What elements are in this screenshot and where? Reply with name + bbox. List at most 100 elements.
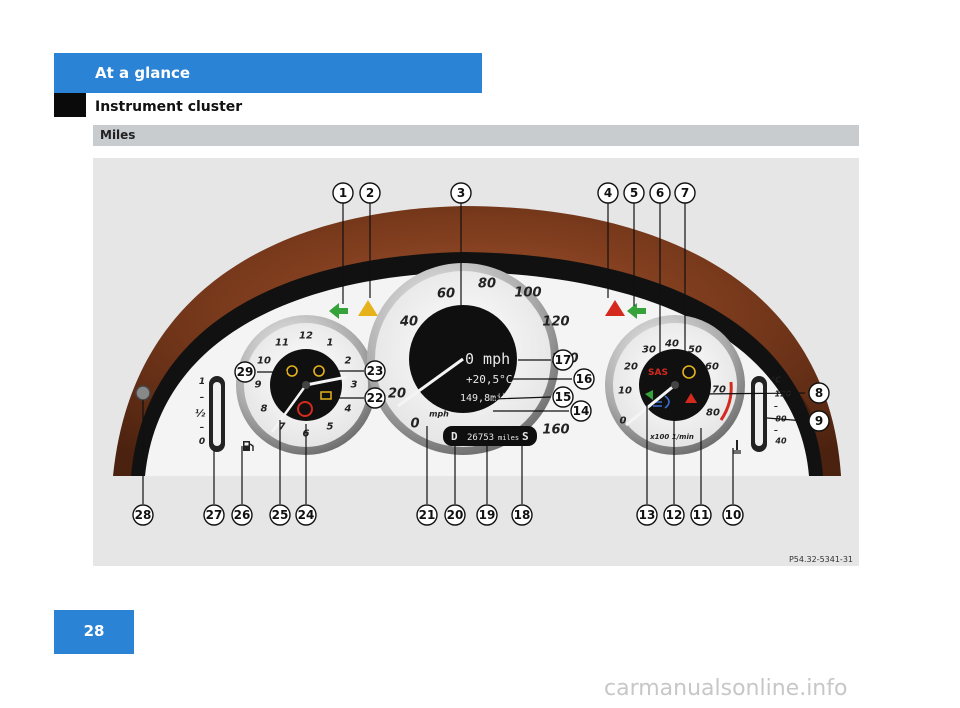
lcd-trip: 149,8miles: [460, 393, 520, 404]
speed-tick: 100: [514, 286, 541, 301]
svg-text:21: 21: [419, 508, 436, 522]
speed-tick: 20: [388, 387, 406, 402]
page-number: 28: [83, 622, 105, 640]
svg-text:23: 23: [367, 364, 384, 378]
rpm-tick: 70: [712, 385, 726, 396]
rpm-unit: x100 1/min: [649, 433, 694, 441]
clock-tick: 4: [344, 404, 352, 415]
callout-25: 25: [269, 504, 291, 526]
section-title: At a glance: [95, 64, 191, 82]
clock-dial: 12 1 2 3 4 5 6 7 8 9 10 11: [236, 315, 376, 455]
black-tab-marker: [54, 93, 86, 117]
rpm-tick: 80: [706, 408, 720, 419]
svg-text:25: 25: [272, 508, 289, 522]
svg-text:17: 17: [555, 353, 572, 367]
rpm-tick: 50: [688, 345, 702, 356]
rpm-tick: 40: [664, 339, 679, 350]
callout-26: 26: [231, 504, 253, 526]
svg-text:22: 22: [367, 391, 384, 405]
section-header-bar: [54, 53, 482, 93]
svg-text:11: 11: [693, 508, 710, 522]
abs-lamp-icon: [682, 365, 696, 379]
svg-text:15: 15: [555, 390, 572, 404]
svg-text:3: 3: [457, 186, 465, 200]
clock-tick: 3: [351, 380, 358, 391]
svg-text:4: 4: [604, 186, 612, 200]
callout-8: 8: [808, 382, 830, 404]
svg-text:27: 27: [206, 508, 223, 522]
svg-text:29: 29: [237, 365, 254, 379]
svg-text:19: 19: [479, 508, 496, 522]
watermark: carmanualsonline.info: [604, 676, 848, 701]
fuel-tick: –: [200, 393, 205, 403]
rpm-tick: 10: [618, 386, 632, 397]
coolant-icon: [733, 440, 741, 454]
speedometer-needle: [397, 357, 464, 408]
warning-triangle-red-icon: [605, 300, 625, 316]
gear-indicator-s: S: [522, 430, 529, 443]
lcd-speed: 0 mph: [465, 350, 510, 368]
low-beam-icon: [645, 390, 653, 400]
rpm-tick: 0: [620, 416, 627, 427]
turn-signal-left-icon: [329, 303, 348, 319]
svg-text:10: 10: [725, 508, 742, 522]
callout-20: 20: [444, 504, 466, 526]
callout-leaders: [142, 200, 806, 504]
tachometer: 0 10 20 30 40 50 60 70 80 x100 1/min SAS: [605, 315, 745, 455]
odometer-strip: [443, 426, 537, 446]
page-number-tab: [54, 610, 134, 654]
svg-text:28: 28: [135, 508, 152, 522]
sas-lamp: SAS: [648, 368, 668, 378]
instrument-cluster-figure: 1 – ½ – 0 °C 120 – 80 – 40: [93, 158, 859, 566]
warning-triangle-amber-icon: [358, 300, 378, 316]
callouts: 1 2 3 4 5 6 7 8 9 10 11 12 13 14 15 16 1…: [132, 182, 830, 526]
callout-4: 4: [597, 182, 619, 204]
speed-unit: mph: [429, 410, 449, 419]
callout-11: 11: [690, 504, 712, 526]
callout-22: 22: [364, 387, 386, 409]
clock-tick: 1: [327, 338, 334, 349]
figure-code: P54.32-5341-31: [788, 555, 853, 564]
callout-12: 12: [663, 504, 685, 526]
miles-band: [93, 125, 859, 146]
svg-text:14: 14: [573, 404, 590, 418]
temp-tick: °C: [771, 376, 781, 385]
svg-text:20: 20: [447, 508, 464, 522]
svg-text:2: 2: [366, 186, 374, 200]
rpm-tick: 20: [624, 362, 638, 373]
check-engine-icon: [320, 391, 332, 400]
clock-tick: 5: [327, 422, 334, 433]
odometer-value: 26753: [467, 433, 494, 443]
temp-tick: –: [774, 402, 778, 411]
svg-text:16: 16: [576, 372, 593, 386]
svg-text:7: 7: [681, 186, 689, 200]
clock-tick: 11: [275, 338, 289, 349]
svg-text:18: 18: [514, 508, 531, 522]
temp-tick: 40: [774, 437, 787, 446]
speed-tick: 40: [399, 315, 418, 330]
svg-text:8: 8: [815, 386, 823, 400]
callout-18: 18: [511, 504, 533, 526]
clock-tick: 12: [299, 331, 313, 342]
band-label: Miles: [100, 128, 136, 142]
svg-text:26: 26: [234, 508, 251, 522]
clock-minute-hand: [270, 384, 308, 433]
callout-23: 23: [364, 360, 386, 382]
lcd-outside-temp: +20,5°C: [466, 373, 512, 386]
callout-21: 21: [416, 504, 438, 526]
callout-6: 6: [649, 182, 671, 204]
callout-19: 19: [476, 504, 498, 526]
svg-text:6: 6: [656, 186, 664, 200]
callout-14: 14: [570, 400, 592, 422]
clock-tick: 9: [255, 380, 262, 391]
fuel-tick: 1: [199, 377, 205, 387]
gear-indicator-d: D: [451, 430, 458, 443]
redline-arc: [719, 381, 733, 421]
clock-tick: 10: [257, 356, 271, 367]
page-subtitle: Instrument cluster: [95, 99, 243, 115]
tachometer-needle: [625, 383, 676, 427]
engine-diagnosis-icon: [313, 365, 325, 377]
fuel-gauge: 1 – ½ – 0: [195, 376, 254, 452]
callout-17: 17: [552, 349, 574, 371]
fuel-tick: 0: [199, 437, 205, 447]
